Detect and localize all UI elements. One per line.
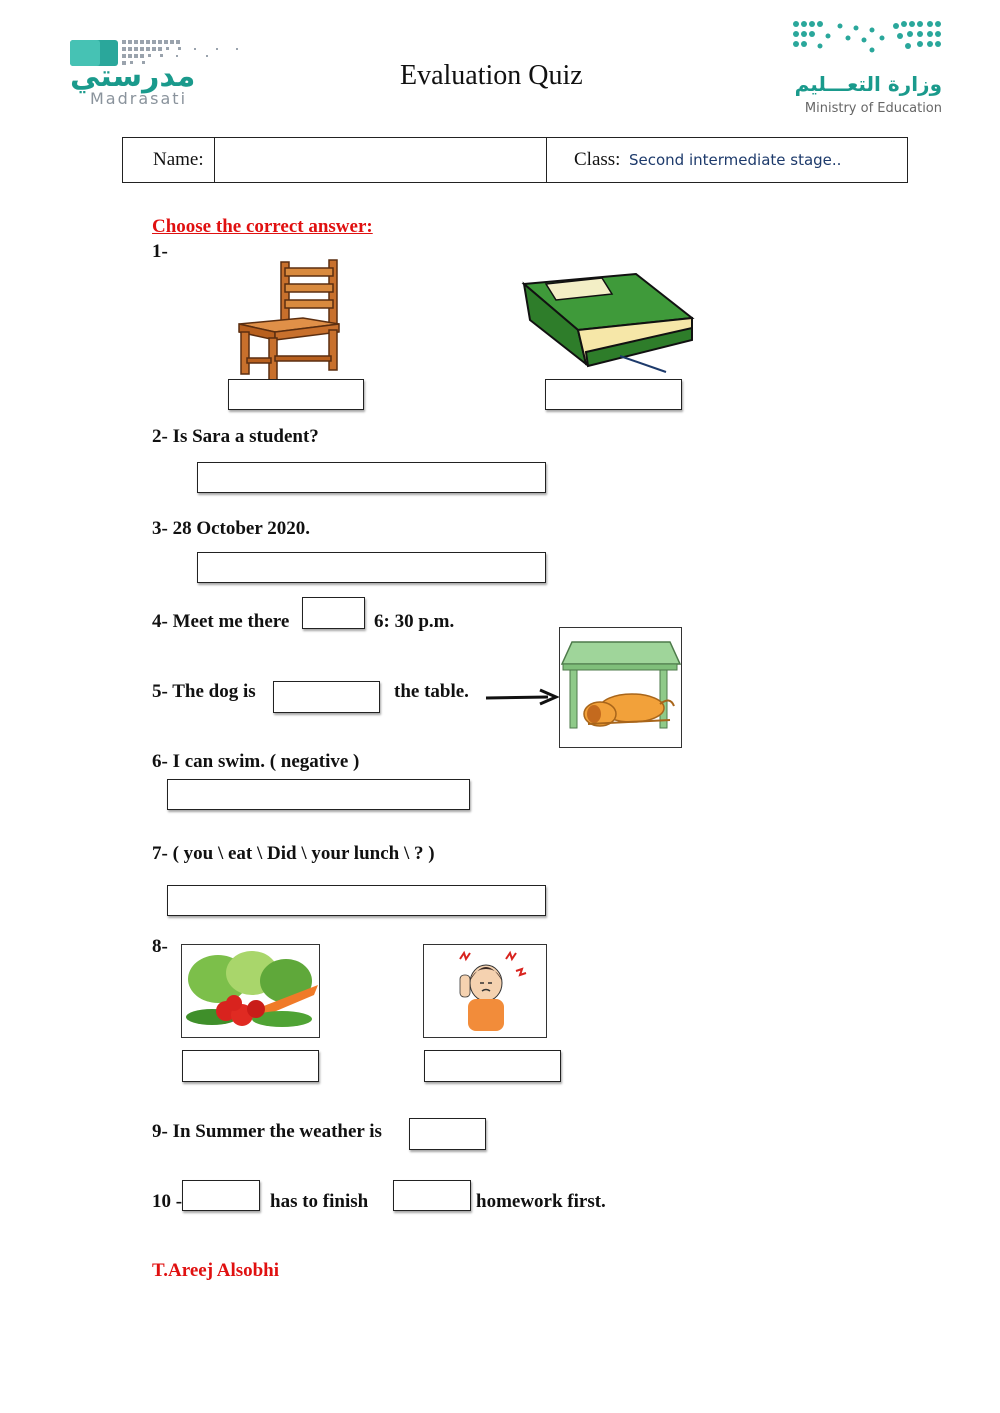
answer-box-headache[interactable]	[424, 1050, 561, 1082]
name-field[interactable]	[214, 138, 547, 182]
answer-box-q3[interactable]	[197, 552, 546, 583]
arrow-icon	[484, 687, 560, 707]
answer-box-vegetables[interactable]	[182, 1050, 319, 1082]
teacher-name: T.Areej Alsobhi	[152, 1260, 280, 1281]
name-label: Name:	[153, 149, 204, 170]
dog-under-table-image	[559, 627, 682, 748]
question-9: 9- In Summer the weather is	[152, 1121, 382, 1142]
question-8-label: 8-	[152, 936, 168, 957]
book-image	[516, 268, 696, 380]
answer-box-q6[interactable]	[167, 779, 470, 810]
answer-box-book[interactable]	[545, 379, 682, 410]
ministry-logo-english: Ministry of Education	[804, 101, 942, 116]
answer-box-q7[interactable]	[167, 885, 546, 916]
answer-box-q9[interactable]	[409, 1118, 486, 1150]
class-value: Second intermediate stage..	[629, 151, 842, 169]
answer-box-q5[interactable]	[273, 681, 380, 713]
student-info-table: Name: Class: Second intermediate stage..	[122, 137, 908, 183]
ministry-logo	[790, 18, 945, 68]
name-label-cell: Name:	[123, 138, 215, 182]
question-10-end: homework first.	[476, 1191, 606, 1212]
vegetables-image	[181, 944, 320, 1038]
headache-image	[423, 944, 547, 1038]
class-label: Class:	[574, 149, 621, 170]
question-10-middle: has to finish	[270, 1191, 369, 1212]
question-5-end: the table.	[394, 681, 469, 702]
answer-box-q2[interactable]	[197, 462, 546, 493]
question-7: 7- ( you \ eat \ Did \ your lunch \ ? )	[152, 843, 435, 864]
answer-box-q4[interactable]	[302, 597, 365, 629]
instructions: Choose the correct answer:	[152, 216, 373, 237]
question-6: 6- I can swim. ( negative )	[152, 751, 360, 772]
page-title: Evaluation Quiz	[400, 60, 583, 91]
madrasati-logo-arabic: مدرستي	[70, 59, 196, 94]
answer-box-chair[interactable]	[228, 379, 364, 410]
madrasati-logo-english: Madrasati	[90, 89, 188, 108]
chair-image	[235, 258, 347, 382]
question-4-end: 6: 30 p.m.	[374, 611, 455, 632]
answer-box-q10-possessive[interactable]	[393, 1180, 471, 1211]
question-5-start: 5- The dog is	[152, 681, 256, 702]
question-4-start: 4- Meet me there	[152, 611, 290, 632]
question-1-label: 1-	[152, 241, 168, 262]
question-10-number: 10 -	[152, 1191, 183, 1212]
question-2: 2- Is Sara a student?	[152, 426, 319, 447]
answer-box-q10-subject[interactable]	[182, 1180, 260, 1211]
ministry-logo-arabic: وزارة التعـــليم	[794, 72, 942, 96]
madrasati-logo	[66, 36, 256, 110]
question-3: 3- 28 October 2020.	[152, 518, 310, 539]
